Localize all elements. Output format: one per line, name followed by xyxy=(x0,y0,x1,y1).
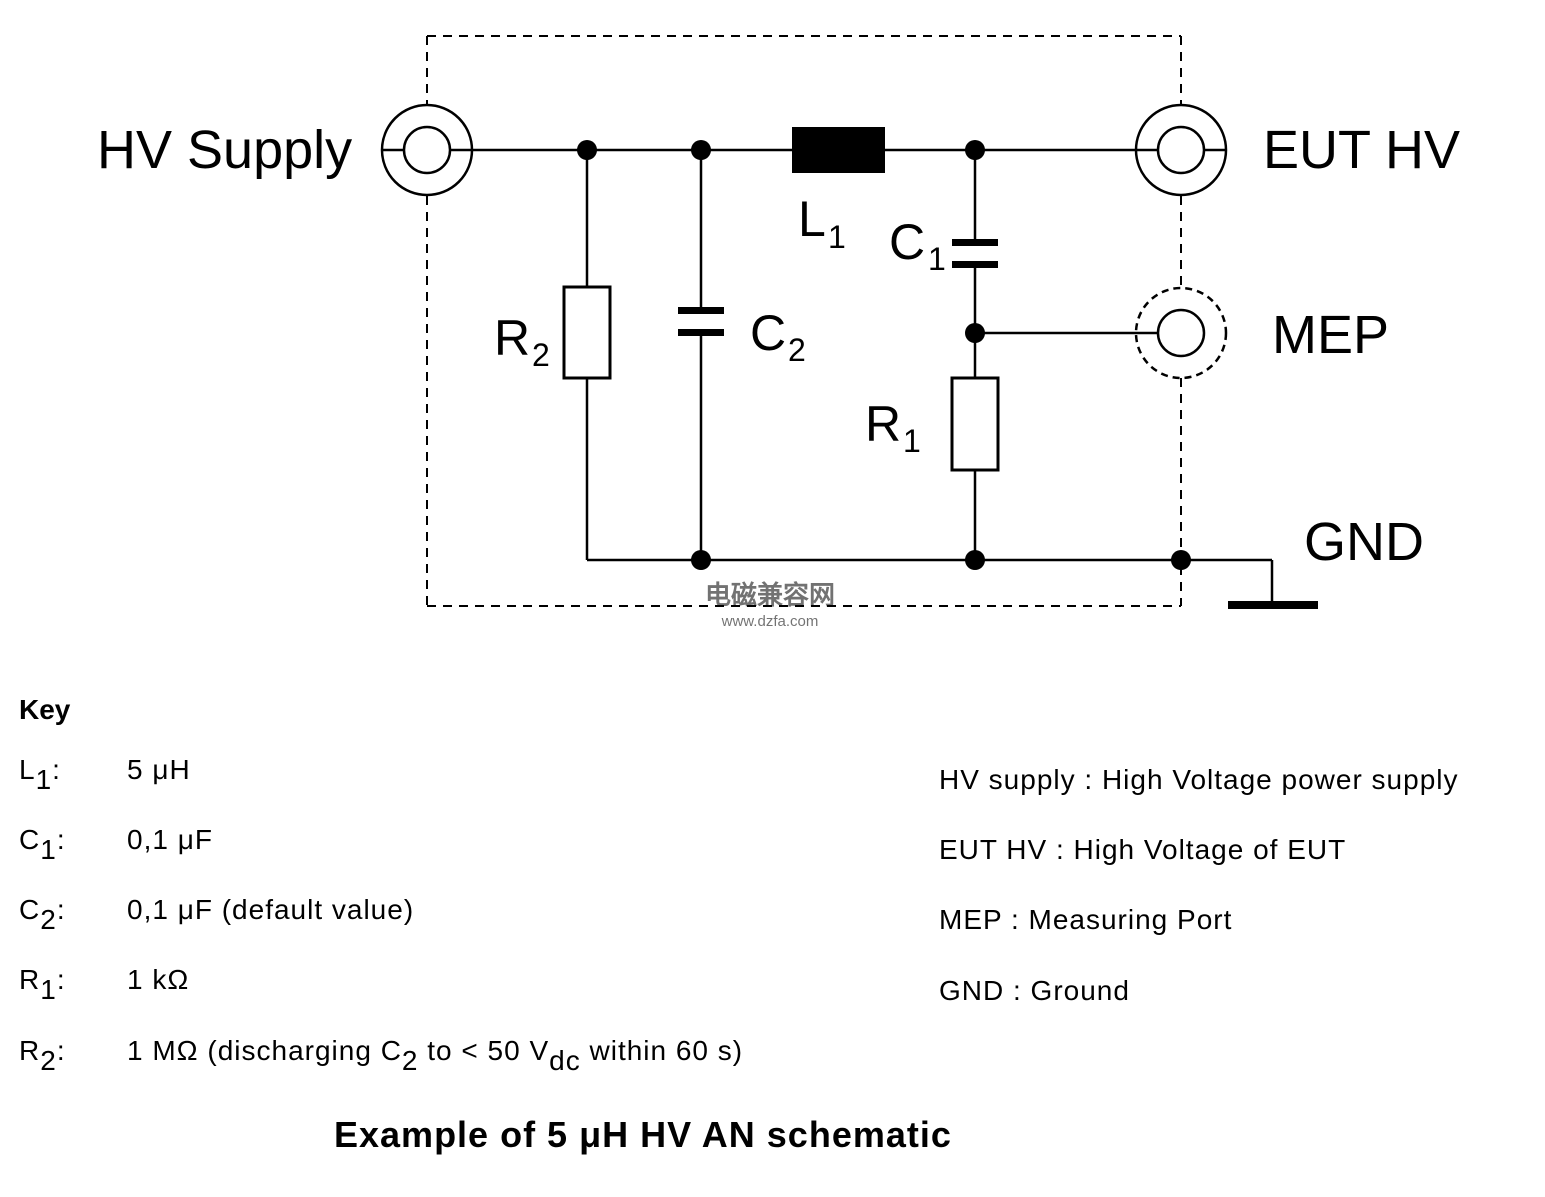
key-title: Key xyxy=(19,694,71,725)
legend-eut-hv: EUT HV : High Voltage of EUT xyxy=(939,834,1347,865)
label-l1: L 1 xyxy=(798,191,846,255)
label-gnd: GND xyxy=(1304,512,1424,572)
svg-text:R: R xyxy=(494,310,530,366)
resistor-r2 xyxy=(562,285,612,380)
svg-text:1: 1 xyxy=(828,219,846,255)
legend-mep: MEP : Measuring Port xyxy=(939,904,1233,935)
mep-connector xyxy=(1134,286,1228,380)
legend-gnd: GND : Ground xyxy=(939,975,1130,1006)
watermark: 电磁兼容网 www.dzfa.com xyxy=(705,580,835,630)
svg-text:2: 2 xyxy=(788,332,806,368)
capacitor-c1 xyxy=(952,239,998,268)
svg-text:1: 1 xyxy=(928,241,946,277)
schematic-diagram: HV Supply EUT HV MEP GND L 1 C 1 C 2 R 2… xyxy=(97,35,1460,630)
svg-text:C: C xyxy=(889,214,925,270)
legend-hv-supply: HV supply : High Voltage power supply xyxy=(939,764,1459,795)
svg-text:L: L xyxy=(798,191,826,247)
label-c1: C 1 xyxy=(889,214,946,277)
resistor-r1 xyxy=(950,376,1000,472)
svg-text:www.dzfa.com: www.dzfa.com xyxy=(721,613,819,630)
label-c2: C 2 xyxy=(750,305,806,368)
label-eut-hv: EUT HV xyxy=(1263,120,1460,180)
label-r1: R 1 xyxy=(865,396,921,459)
svg-text:电磁兼容网: 电磁兼容网 xyxy=(705,580,835,610)
eut-hv-connector xyxy=(1134,103,1228,197)
junction-dots xyxy=(577,140,1191,570)
svg-text:R: R xyxy=(865,396,901,452)
label-hv-supply: HV Supply xyxy=(97,120,352,180)
figure-caption: Example of 5 μH HV AN schematic xyxy=(334,1114,952,1155)
svg-text:2: 2 xyxy=(532,337,550,373)
hv-supply-connector xyxy=(380,103,474,197)
inductor-l1 xyxy=(792,127,885,173)
svg-text:C: C xyxy=(750,305,786,361)
label-r2: R 2 xyxy=(494,310,550,373)
label-mep: MEP xyxy=(1272,305,1389,365)
enclosure-dashed-box xyxy=(426,35,1182,607)
capacitor-c2 xyxy=(678,307,724,336)
svg-text:1: 1 xyxy=(903,423,921,459)
